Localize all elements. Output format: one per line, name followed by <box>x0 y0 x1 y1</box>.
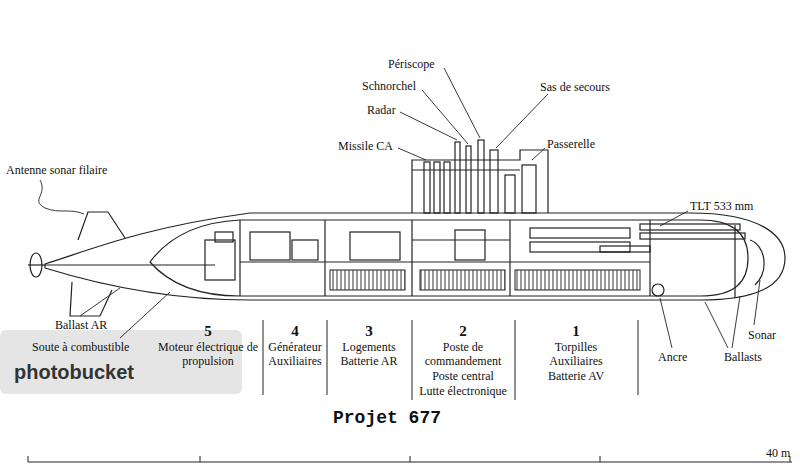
section-separators <box>263 320 638 400</box>
section-label: Logements Batterie AR <box>331 340 407 369</box>
part-label: Schnorchel <box>362 79 416 93</box>
scale-tick <box>410 456 411 462</box>
separator <box>515 320 516 400</box>
battery <box>515 270 640 290</box>
mast <box>478 140 484 213</box>
torpedo-rack <box>530 242 630 252</box>
section-number: 1 <box>561 322 591 340</box>
leader-line <box>400 112 457 140</box>
ballast-wall <box>734 225 735 298</box>
leader-line <box>732 296 740 348</box>
missile-mast <box>434 162 440 213</box>
missile-mast <box>444 162 450 213</box>
watermark: photobucket <box>14 360 134 384</box>
scale-label: 40 m <box>766 446 790 460</box>
upper-rudder <box>78 212 125 240</box>
leader-line <box>496 94 548 148</box>
hull <box>28 140 785 316</box>
battery <box>420 270 505 290</box>
section-label: Lutte électronique <box>413 384 513 398</box>
part-label: Passerelle <box>547 137 595 151</box>
mast <box>455 142 460 213</box>
separator <box>263 320 264 395</box>
control-detail <box>455 230 485 260</box>
motor <box>205 240 235 280</box>
section-label: Poste de commandement Poste central <box>413 340 513 383</box>
part-label: Sonar <box>748 328 776 342</box>
pressure-hull <box>150 220 748 296</box>
bridge-detail <box>522 165 536 213</box>
battery <box>330 270 405 290</box>
leader-line <box>660 211 688 226</box>
bulkhead <box>411 220 412 296</box>
compartment-detail <box>350 232 400 260</box>
torpedo-rack <box>530 228 630 238</box>
section-label: Générateur Auxiliaires <box>263 340 327 369</box>
part-label: Ancre <box>658 350 687 364</box>
bulkhead <box>324 220 325 296</box>
motor-detail <box>215 232 233 242</box>
missile-mast <box>424 162 430 213</box>
section-label: Moteur électrique de propulsion <box>152 340 264 369</box>
separator <box>638 320 639 395</box>
bulkhead <box>649 220 650 296</box>
scale-tick <box>200 456 201 462</box>
section-label: Torpilles Auxiliaires Batterie AV <box>537 340 615 383</box>
leader-line <box>80 288 120 316</box>
part-label: Soute à combustible <box>32 340 129 354</box>
torpedo-tube <box>600 246 650 252</box>
leader-line <box>660 298 672 348</box>
bulkhead <box>509 220 510 296</box>
sail <box>412 150 548 213</box>
part-label: Sas de secours <box>540 80 610 94</box>
leader-line <box>532 148 545 160</box>
part-label: TLT 533 mm <box>690 199 753 213</box>
leader-line <box>120 292 170 338</box>
leader-line <box>444 68 480 138</box>
propeller-hub <box>28 264 45 265</box>
anchor <box>652 284 664 296</box>
section-number: 2 <box>448 322 478 340</box>
section-number: 5 <box>193 322 223 340</box>
sonar-array <box>750 240 764 285</box>
sonar-cable <box>39 180 84 214</box>
lower-rudder <box>70 282 112 316</box>
part-label: Antenne sonar filaire <box>6 163 107 177</box>
part-label: Missile CA <box>338 139 393 153</box>
leader-line <box>398 148 426 160</box>
scale-tick <box>600 456 601 462</box>
mast <box>490 150 498 213</box>
deck <box>240 261 650 262</box>
generator <box>250 232 290 260</box>
scale-bar <box>28 456 792 462</box>
generator <box>292 240 318 260</box>
escape-chamber <box>505 175 515 213</box>
bulkhead <box>239 220 240 296</box>
part-label: Ballast AR <box>55 318 107 332</box>
outer-hull <box>45 213 785 300</box>
leader-line <box>705 302 728 348</box>
torpedo-tube <box>640 233 745 239</box>
part-label: Périscope <box>388 57 435 71</box>
figure-title: Projet 677 <box>287 408 487 430</box>
leader-lines <box>39 68 760 348</box>
separator <box>327 320 328 395</box>
part-label: Radar <box>367 103 396 117</box>
section-number: 4 <box>280 322 310 340</box>
part-label: Ballasts <box>724 350 762 364</box>
scale-tick <box>28 456 29 462</box>
torpedo-tube <box>640 224 740 230</box>
separator <box>412 320 413 400</box>
section-number: 3 <box>354 322 384 340</box>
deck <box>412 239 510 240</box>
mast <box>466 146 471 213</box>
leader-line <box>422 90 468 144</box>
leader-line <box>754 280 760 325</box>
shaft <box>45 264 215 265</box>
